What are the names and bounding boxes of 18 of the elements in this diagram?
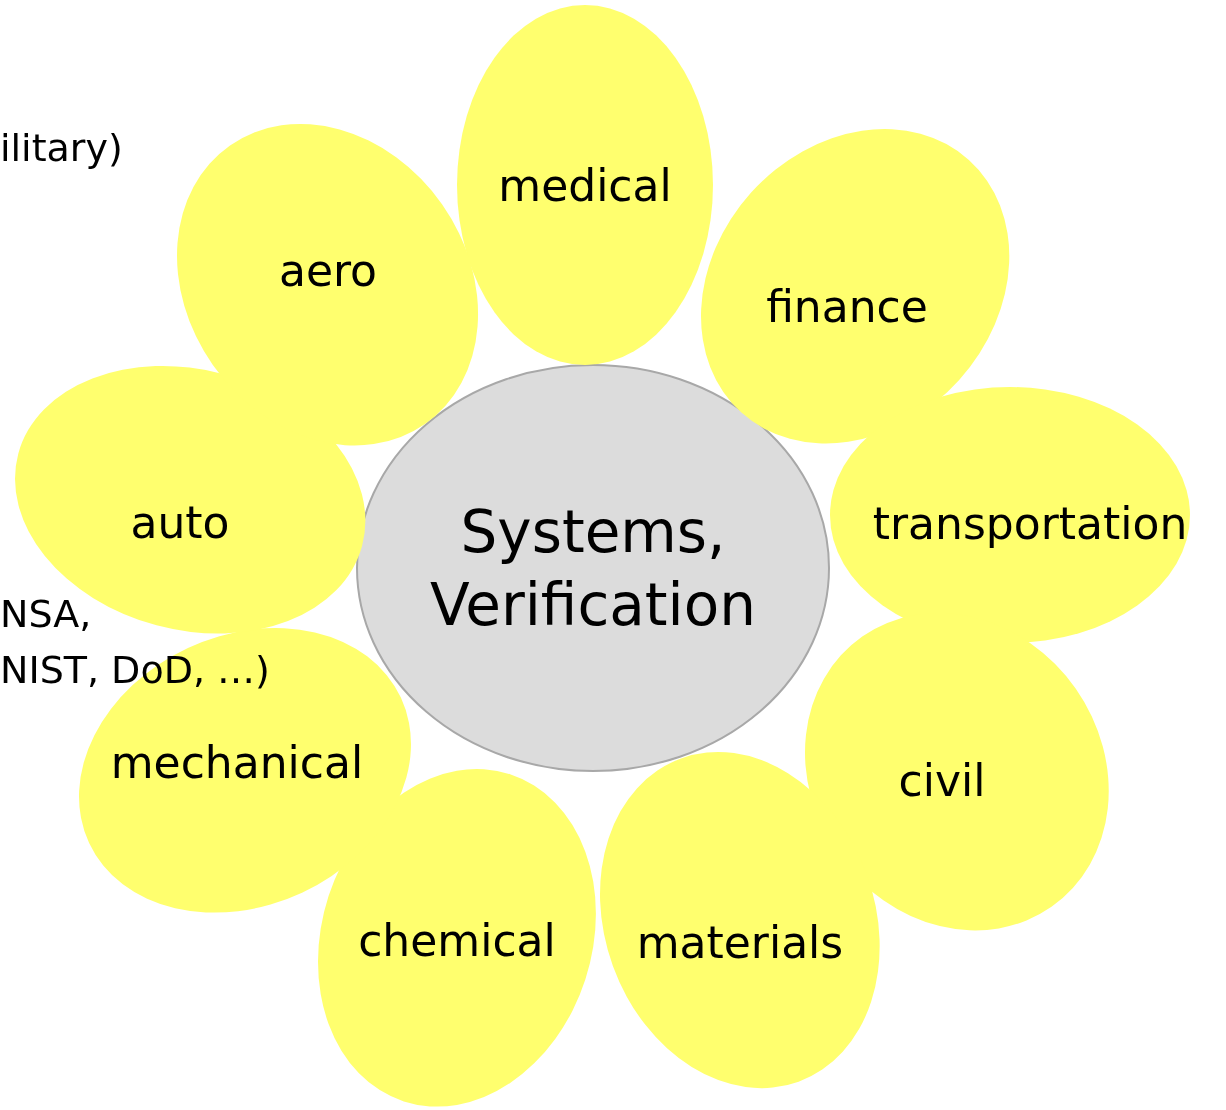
petal bbox=[830, 387, 1190, 643]
note-text: ilitary) bbox=[0, 126, 123, 170]
petal bbox=[457, 5, 713, 365]
petal bbox=[700, 128, 1010, 444]
center-label: Systems, Verification bbox=[429, 496, 757, 640]
petal-label: chemical bbox=[358, 914, 556, 966]
petal bbox=[177, 124, 479, 446]
note-text: NSA, bbox=[0, 592, 92, 636]
petal-label: transportation bbox=[872, 497, 1188, 549]
petal-label: medical bbox=[498, 159, 672, 211]
petal-label: finance bbox=[766, 280, 928, 332]
petal-label: civil bbox=[898, 754, 986, 806]
center-ellipse bbox=[357, 365, 829, 771]
petal-label: materials bbox=[636, 916, 844, 968]
petal bbox=[600, 751, 880, 1089]
petal-label: auto bbox=[130, 496, 230, 548]
petal-label: mechanical bbox=[110, 736, 364, 788]
petal-label: aero bbox=[278, 244, 377, 296]
